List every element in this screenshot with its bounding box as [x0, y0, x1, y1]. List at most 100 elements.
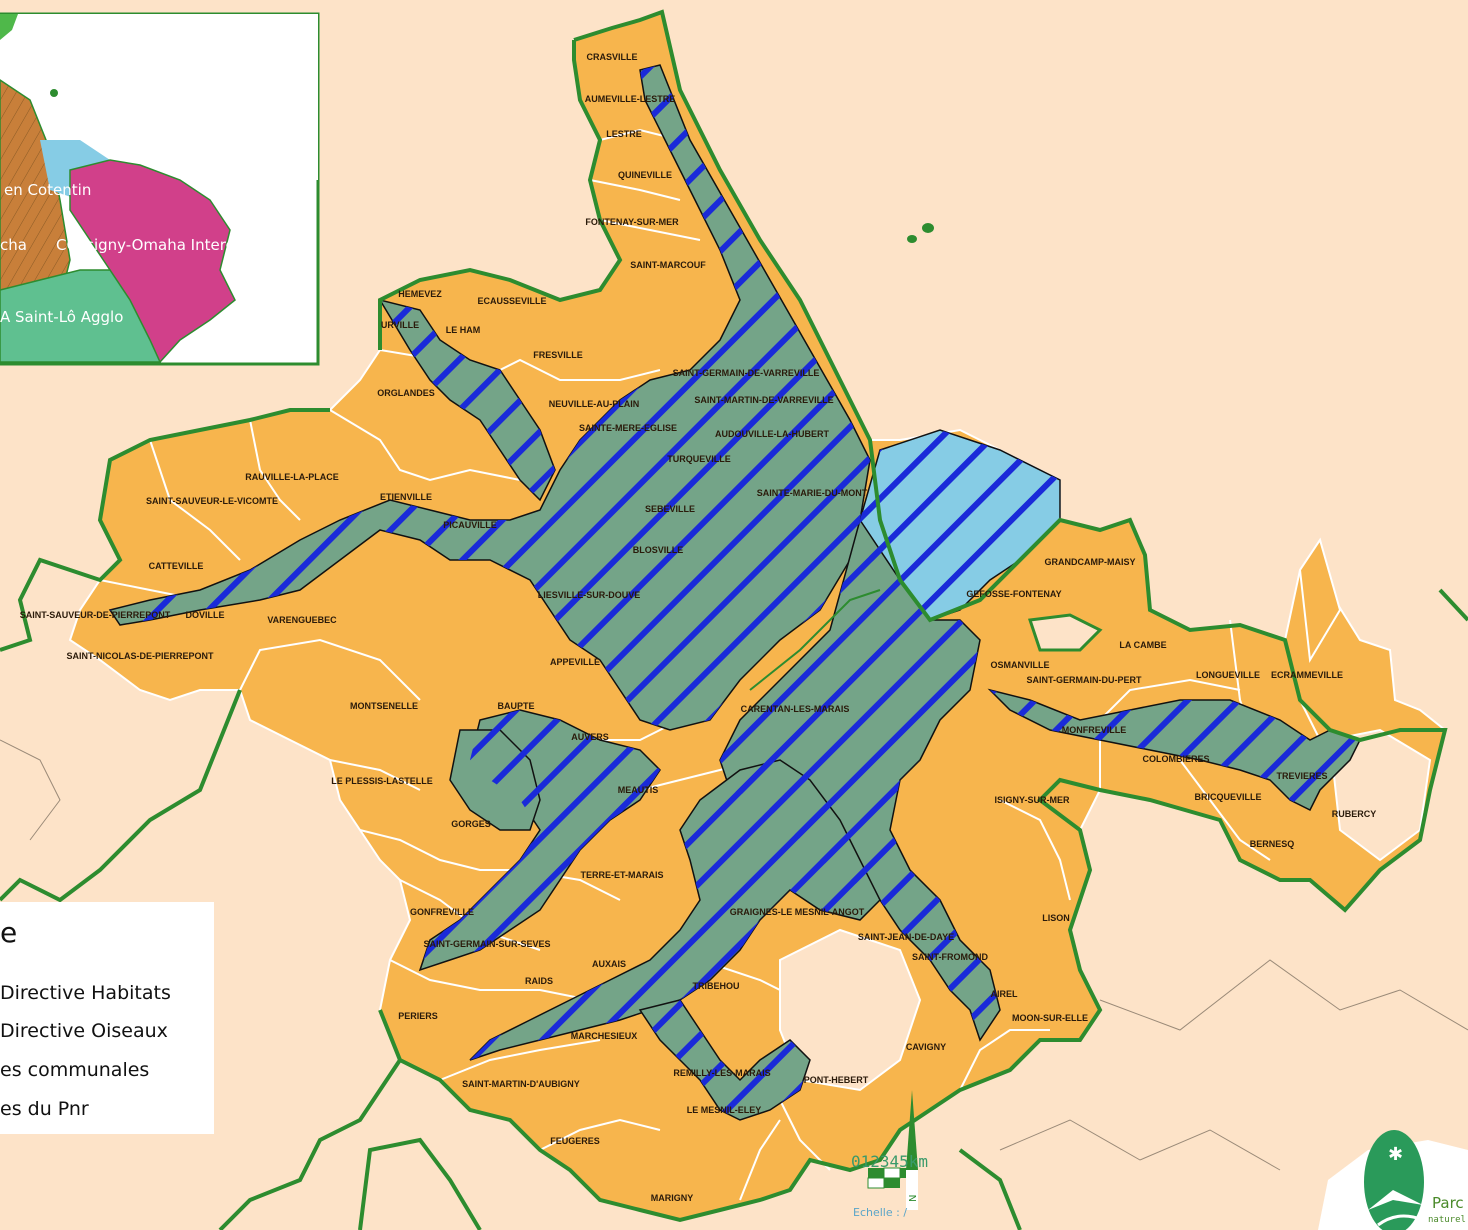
commune-label: LE PLESSIS-LASTELLE [331, 776, 433, 786]
commune-label: DOVILLE [185, 610, 224, 620]
commune-label: BERNESQ [1250, 839, 1295, 849]
commune-label: TERRE-ET-MARAIS [581, 870, 664, 880]
commune-label: CARENTAN-LES-MARAIS [741, 704, 850, 714]
pnr-boundary [749, 589, 881, 691]
pnr-boundary [218, 1058, 402, 1230]
north-arrow-icon: N [906, 1090, 919, 1210]
island [907, 235, 917, 243]
commune-label: SAINT-NICOLAS-DE-PIERREPONT [66, 651, 214, 661]
non-member-area [1298, 537, 1342, 664]
inset-zone-pink [69, 159, 236, 364]
commune-label: APPEVILLE [550, 657, 600, 667]
commune-label: NEUVILLE-AU-PLAIN [549, 399, 640, 409]
logo-subtext: naturel [1428, 1215, 1466, 1225]
commune-label: QUINEVILLE [618, 170, 672, 180]
legend-item-oiseaux: Directive Oiseaux [0, 1020, 168, 1042]
inset-corner [0, 14, 18, 40]
commune-label: RUBERCY [1332, 809, 1377, 819]
commune-label: OSMANVILLE [990, 660, 1049, 670]
inset-label: A Saint-Lô Agglo [0, 308, 123, 326]
inset-sea [0, 14, 318, 180]
scale-label: 012345km [851, 1152, 929, 1171]
inset-zone-teal [0, 269, 162, 363]
commune-label: AUVERS [571, 732, 609, 742]
pnr-boundary [378, 40, 623, 350]
commune-label: SAINT-FROMOND [912, 952, 988, 962]
inset-label: CC Isigny-Omaha Intercom [56, 236, 258, 254]
natura-oiseaux-zones [110, 65, 1360, 1120]
commune-label: MEAUTIS [618, 785, 659, 795]
commune-label: SAINT-MARTIN-DE-VARREVILLE [694, 395, 833, 405]
commune-label: BAUPTE [497, 701, 534, 711]
inset-map: en Cotentin cha CC Isigny-Omaha Intercom A … [0, 12, 320, 366]
legend-item-pnr: es du Pnr [0, 1098, 89, 1120]
commune-label: LE MESNIL-ELEY [687, 1105, 762, 1115]
commune-label: AUMEVILLE-LESTRE [585, 94, 676, 104]
commune-label: MOON-SUR-ELLE [1012, 1013, 1088, 1023]
commune-label: SAINT-JEAN-DE-DAYE [858, 932, 954, 942]
commune-label: CRASVILLE [586, 52, 637, 62]
commune-label: BLOSVILLE [633, 545, 684, 555]
commune-label: RAUVILLE-LA-PLACE [245, 472, 339, 482]
commune-label: LESTRE [606, 129, 642, 139]
non-member-area [1027, 613, 1103, 652]
commune-label: MONFREVILLE [1062, 725, 1127, 735]
neighbour-boundary [1099, 959, 1468, 1031]
commune-label: SAINT-GERMAIN-SUR-SEVES [423, 939, 550, 949]
inset-label: cha [0, 236, 27, 254]
commune-label: FRESVILLE [533, 350, 583, 360]
commune-label: SAINT-GERMAIN-DE-VARREVILLE [673, 368, 820, 378]
commune-label: SEBEVILLE [645, 504, 695, 514]
legend-item-communes: es communales [0, 1059, 150, 1081]
pnr-logo: ✱ [1318, 1130, 1468, 1230]
commune-label: TURQUEVILLE [667, 454, 731, 464]
commune-label: ISIGNY-SUR-MER [994, 795, 1070, 805]
commune-label: PERIERS [398, 1011, 438, 1021]
commune-label: AUDOUVILLE-LA-HUBERT [715, 429, 829, 439]
commune-label: AIREL [991, 989, 1019, 999]
commune-label: MONTSENELLE [350, 701, 418, 711]
commune-label: ETIENVILLE [380, 492, 432, 502]
commune-label: SAINT-MARCOUF [630, 260, 706, 270]
commune-label: GRAIGNES-LE MESNIL-ANGOT [730, 907, 865, 917]
commune-label: LIESVILLE-SUR-DOUVE [538, 590, 641, 600]
logo-text: Parc [1432, 1194, 1464, 1212]
commune-label: GRANDCAMP-MAISY [1045, 557, 1136, 567]
pnr-boundary [958, 1148, 1022, 1230]
neighbour-boundary [0, 739, 61, 841]
commune-label: TRIBEHOU [693, 981, 740, 991]
pnr-boundary [378, 9, 1448, 1223]
legend-panel: e Directive Habitats Directive Oiseaux e… [0, 902, 214, 1134]
commune-label: RAIDS [525, 976, 553, 986]
commune-label: LISON [1042, 913, 1070, 923]
commune-label: AUXAIS [592, 959, 626, 969]
commune-label: GONFREVILLE [410, 907, 474, 917]
commune-label: GEFOSSE-FONTENAY [966, 589, 1061, 599]
svg-text:N: N [908, 1195, 919, 1202]
commune-label: REMILLY-LES-MARAIS [673, 1068, 770, 1078]
inset-label: en Cotentin [4, 181, 91, 199]
inset-labels: en Cotentin cha CC Isigny-Omaha Intercom A … [0, 181, 258, 326]
commune-label: MARCHESIEUX [571, 1031, 638, 1041]
commune-label: FEUGERES [550, 1136, 600, 1146]
commune-label: ECAUSSEVILLE [477, 296, 546, 306]
commune-label: PICAUVILLE [443, 520, 497, 530]
commune-label: PONT-HEBERT [804, 1075, 869, 1085]
commune-label: CATTEVILLE [149, 561, 204, 571]
legend-title: e [0, 916, 18, 949]
commune-label: LE HAM [446, 325, 481, 335]
commune-labels: CRASVILLE AUMEVILLE-LESTRE LESTRE QUINEVILL… [20, 52, 1377, 1203]
island [922, 223, 934, 233]
pnr-boundary [1438, 588, 1468, 622]
commune-label: VARENGUEBEC [267, 615, 337, 625]
commune-label: MARIGNY [651, 1193, 694, 1203]
commune-label: ORGLANDES [377, 388, 435, 398]
svg-text:✱: ✱ [1388, 1144, 1403, 1165]
commune-label: SAINT-SAUVEUR-LE-VICOMTE [146, 496, 278, 506]
scale-echelle-text: Echelle : / [853, 1206, 908, 1219]
commune-label: URVILLE [381, 320, 419, 330]
commune-label: COLOMBIERES [1142, 754, 1209, 764]
commune-label: CAVIGNY [906, 1042, 946, 1052]
neighbour-boundary [999, 1119, 1281, 1171]
commune-label: LONGUEVILLE [1196, 670, 1260, 680]
